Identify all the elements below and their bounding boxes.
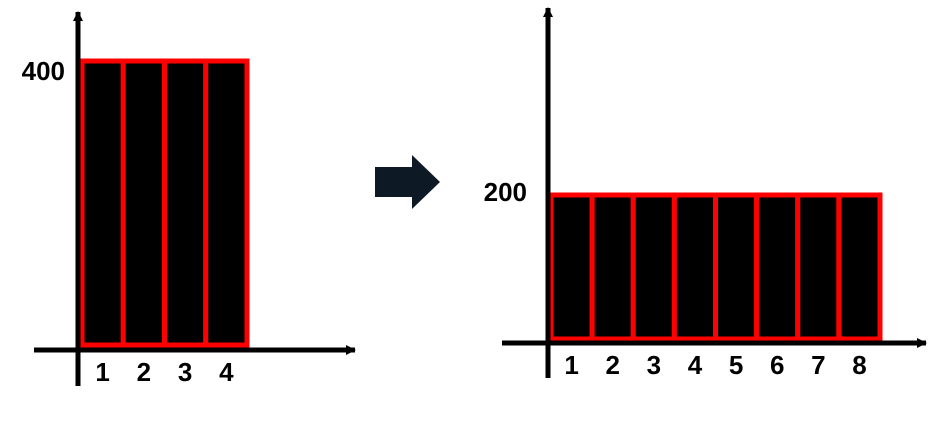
bar-2 — [120, 58, 167, 348]
left-bars — [79, 58, 250, 348]
left-y-tick-label: 400 — [22, 56, 65, 86]
bar-4 — [671, 192, 718, 342]
x-tick-label-2: 2 — [605, 350, 619, 380]
x-tick-label-4: 4 — [219, 357, 234, 387]
bar-8 — [836, 192, 883, 342]
right-y-tick-label: 200 — [484, 177, 527, 207]
x-tick-label-1: 1 — [95, 357, 109, 387]
bar-3 — [162, 58, 209, 348]
x-tick-label-8: 8 — [852, 350, 866, 380]
x-tick-label-1: 1 — [564, 350, 578, 380]
bar-5 — [713, 192, 760, 342]
x-tick-label-4: 4 — [688, 350, 703, 380]
bar-1 — [79, 58, 126, 348]
bar-3 — [630, 192, 677, 342]
bar-1 — [548, 192, 595, 342]
x-tick-label-5: 5 — [729, 350, 743, 380]
bar-2 — [589, 192, 636, 342]
x-tick-label-3: 3 — [647, 350, 661, 380]
bar-4 — [203, 58, 250, 348]
x-tick-label-7: 7 — [811, 350, 825, 380]
x-tick-label-6: 6 — [770, 350, 784, 380]
bar-6 — [754, 192, 801, 342]
arrow-right-icon — [375, 155, 440, 209]
bar-7 — [795, 192, 842, 342]
x-tick-label-2: 2 — [137, 357, 151, 387]
right-bars — [548, 192, 883, 342]
x-tick-label-3: 3 — [178, 357, 192, 387]
